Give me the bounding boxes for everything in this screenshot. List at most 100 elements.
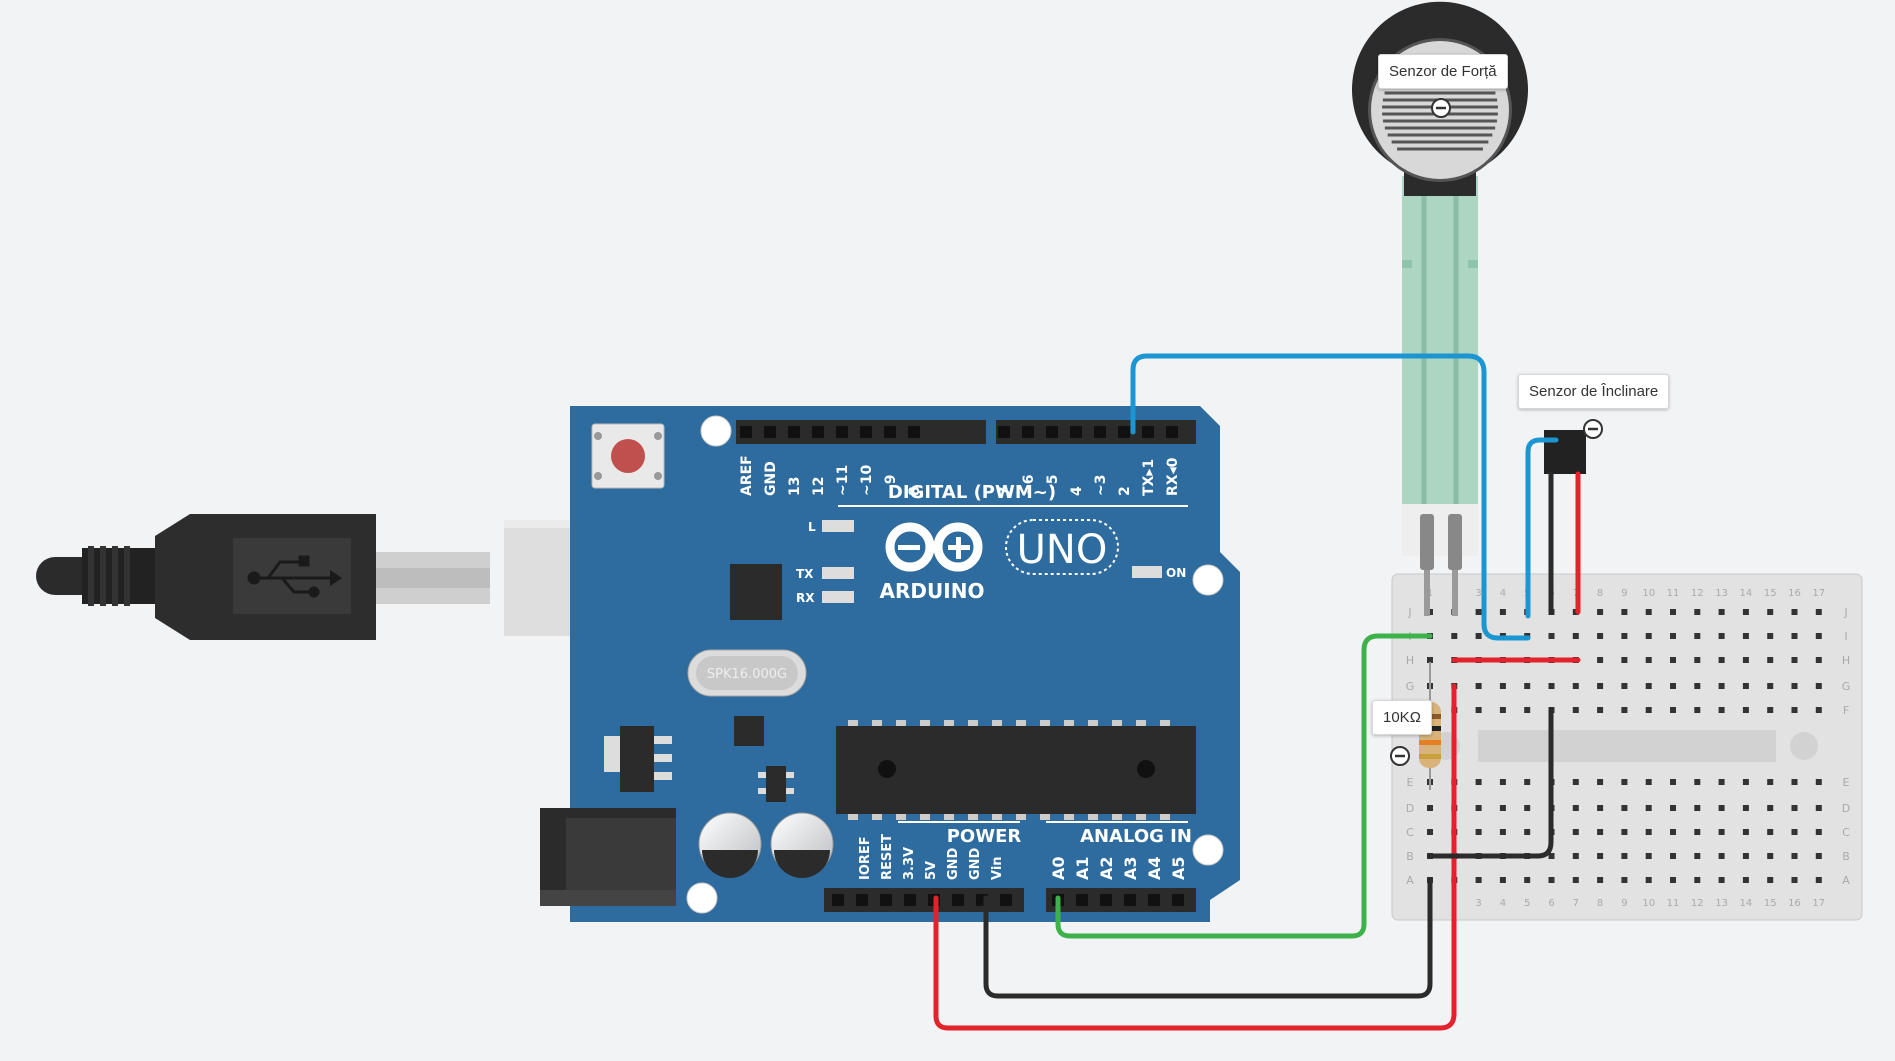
breadboard-hole[interactable] (1475, 805, 1482, 811)
breadboard-hole[interactable] (1645, 707, 1652, 713)
breadboard-hole[interactable] (1499, 829, 1506, 835)
digital-pin-socket[interactable] (836, 426, 848, 438)
breadboard-hole[interactable] (1694, 657, 1701, 663)
breadboard-hole[interactable] (1694, 877, 1701, 883)
breadboard-hole[interactable] (1791, 657, 1798, 663)
power-pin-socket[interactable] (952, 894, 964, 906)
breadboard-hole[interactable] (1524, 707, 1531, 713)
bottom-pin-sockets[interactable] (832, 894, 1184, 906)
digital-pin-socket[interactable] (812, 426, 824, 438)
breadboard-hole[interactable] (1742, 657, 1749, 663)
breadboard-hole[interactable] (1670, 829, 1676, 835)
breadboard-hole[interactable] (1572, 707, 1579, 713)
breadboard-hole[interactable] (1597, 657, 1604, 663)
breadboard-hole[interactable] (1670, 657, 1676, 663)
breadboard-hole[interactable] (1548, 877, 1555, 883)
breadboard-hole[interactable] (1718, 609, 1725, 615)
breadboard-hole[interactable] (1645, 829, 1652, 835)
breadboard-hole[interactable] (1718, 707, 1725, 713)
breadboard-hole[interactable] (1645, 609, 1652, 615)
breadboard-hole[interactable] (1475, 877, 1482, 883)
digital-pin-socket[interactable] (1022, 426, 1034, 438)
breadboard-hole[interactable] (1645, 683, 1652, 689)
breadboard-hole[interactable] (1499, 609, 1506, 615)
analog-pin-socket[interactable] (1100, 894, 1112, 906)
analog-pin-socket[interactable] (1148, 894, 1160, 906)
breadboard-hole[interactable] (1621, 683, 1628, 689)
breadboard-hole[interactable] (1718, 779, 1725, 785)
breadboard-hole[interactable] (1767, 657, 1774, 663)
breadboard-hole[interactable] (1597, 779, 1604, 785)
breadboard-hole[interactable] (1718, 805, 1725, 811)
breadboard-hole[interactable] (1621, 609, 1628, 615)
breadboard-hole[interactable] (1499, 805, 1506, 811)
breadboard-hole[interactable] (1742, 609, 1749, 615)
breadboard-hole[interactable] (1791, 853, 1798, 859)
reset-button[interactable] (591, 423, 665, 489)
digital-pin-socket[interactable] (764, 426, 776, 438)
breadboard-hole[interactable] (1524, 805, 1531, 811)
breadboard-hole[interactable] (1767, 877, 1774, 883)
breadboard-hole[interactable] (1572, 779, 1579, 785)
breadboard-hole[interactable] (1791, 877, 1798, 883)
digital-pin-socket[interactable] (860, 426, 872, 438)
resistor-label[interactable]: 10KΩ (1372, 700, 1432, 735)
breadboard-hole[interactable] (1597, 633, 1604, 639)
breadboard-hole[interactable] (1597, 829, 1604, 835)
breadboard-hole[interactable] (1694, 853, 1701, 859)
breadboard-hole[interactable] (1475, 707, 1482, 713)
tilt-sensor-label[interactable]: Senzor de Înclinare (1518, 374, 1670, 409)
breadboard-hole[interactable] (1645, 805, 1652, 811)
power-pin-socket[interactable] (880, 894, 892, 906)
breadboard-hole[interactable] (1645, 853, 1652, 859)
force-sensor[interactable] (1352, 1, 1528, 616)
breadboard-hole[interactable] (1670, 609, 1676, 615)
breadboard-hole[interactable] (1427, 805, 1433, 811)
breadboard-hole[interactable] (1815, 829, 1822, 835)
breadboard-hole[interactable] (1694, 779, 1701, 785)
breadboard-hole[interactable] (1621, 707, 1628, 713)
breadboard-hole[interactable] (1524, 683, 1531, 689)
breadboard-hole[interactable] (1742, 707, 1749, 713)
breadboard-hole[interactable] (1718, 877, 1725, 883)
digital-pin-socket[interactable] (1046, 426, 1058, 438)
breadboard-hole[interactable] (1815, 877, 1822, 883)
breadboard-hole[interactable] (1621, 657, 1628, 663)
force-sensor-label[interactable]: Senzor de Forță (1378, 54, 1508, 89)
breadboard-hole[interactable] (1524, 829, 1531, 835)
breadboard-hole[interactable] (1524, 779, 1531, 785)
breadboard-hole[interactable] (1621, 877, 1628, 883)
breadboard-hole[interactable] (1694, 609, 1701, 615)
breadboard-hole[interactable] (1670, 877, 1676, 883)
breadboard-hole[interactable] (1670, 683, 1676, 689)
digital-pin-socket[interactable] (1166, 426, 1178, 438)
breadboard-hole[interactable] (1791, 829, 1798, 835)
breadboard-hole[interactable] (1670, 707, 1676, 713)
digital-pin-socket[interactable] (908, 426, 920, 438)
breadboard-hole[interactable] (1572, 633, 1579, 639)
breadboard-hole[interactable] (1475, 633, 1482, 639)
digital-pin-socket[interactable] (1118, 426, 1130, 438)
digital-pin-socket[interactable] (740, 426, 752, 438)
digital-pin-socket[interactable] (1094, 426, 1106, 438)
breadboard-hole[interactable] (1621, 633, 1628, 639)
power-pin-socket[interactable] (856, 894, 868, 906)
breadboard-hole[interactable] (1791, 779, 1798, 785)
breadboard-hole[interactable] (1767, 633, 1774, 639)
breadboard-hole[interactable] (1451, 633, 1458, 639)
breadboard-hole[interactable] (1499, 779, 1506, 785)
breadboard-hole[interactable] (1791, 805, 1798, 811)
breadboard-hole[interactable] (1742, 779, 1749, 785)
breadboard-hole[interactable] (1718, 853, 1725, 859)
breadboard-hole[interactable] (1597, 805, 1604, 811)
breadboard-hole[interactable] (1718, 829, 1725, 835)
breadboard-hole[interactable] (1694, 633, 1701, 639)
breadboard-hole[interactable] (1499, 877, 1506, 883)
breadboard-hole[interactable] (1670, 805, 1676, 811)
breadboard-hole[interactable] (1815, 683, 1822, 689)
breadboard-hole[interactable] (1694, 683, 1701, 689)
power-pin-socket[interactable] (832, 894, 844, 906)
breadboard-hole[interactable] (1718, 633, 1725, 639)
breadboard-hole[interactable] (1475, 683, 1482, 689)
breadboard[interactable] (1391, 573, 1863, 921)
